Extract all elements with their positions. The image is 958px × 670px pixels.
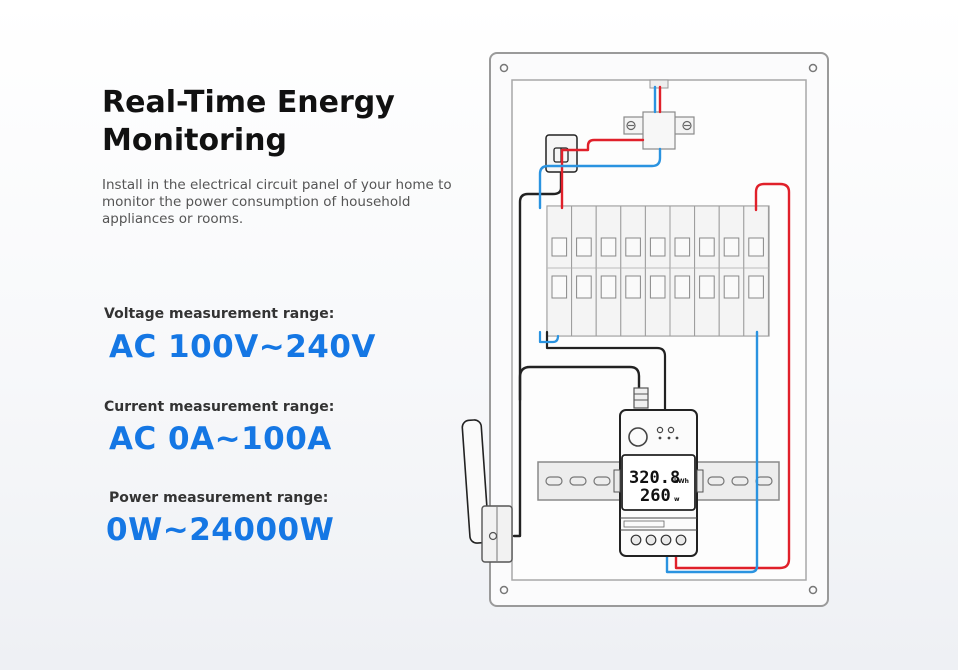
screw-icon xyxy=(808,63,818,73)
terminal-screw-icon xyxy=(660,534,672,546)
power-button-icon xyxy=(628,427,648,447)
voltage-range-value: AC 100V~240V xyxy=(109,329,376,365)
circuit-breaker xyxy=(620,205,646,337)
terminal-block xyxy=(623,79,695,150)
meter-signal-wire xyxy=(518,365,641,402)
page-title: Real-Time Energy Monitoring xyxy=(102,85,395,158)
circuit-breaker xyxy=(595,205,622,337)
circuit-breaker xyxy=(669,205,696,337)
breaker-output-wire xyxy=(545,330,667,532)
neutral-wire-loop xyxy=(538,330,560,344)
lcd-screen xyxy=(621,454,696,511)
current-range-value: AC 0A~100A xyxy=(109,421,332,457)
power-reading: 260 xyxy=(640,486,671,506)
live-wire-breaker xyxy=(560,138,645,210)
screw-icon xyxy=(499,63,509,73)
page-description: Install in the electrical circuit panel … xyxy=(102,177,452,227)
circuit-breaker xyxy=(694,205,720,337)
wiring xyxy=(512,85,791,574)
screw-icon xyxy=(499,585,509,595)
power-unit: w xyxy=(674,496,680,503)
circuit-breaker xyxy=(743,205,769,337)
terminal-screw-icon xyxy=(645,534,657,546)
energy-meter: 320.8 kWh 260 w xyxy=(613,387,704,557)
antenna xyxy=(461,419,513,563)
circuit-breaker xyxy=(718,205,745,337)
circuit-breaker xyxy=(571,205,597,337)
text-panel: Real-Time Energy Monitoring Install in t… xyxy=(0,0,470,670)
live-wire-return xyxy=(674,182,791,570)
circuit-breaker xyxy=(546,205,573,337)
neutral-wire-return xyxy=(665,330,759,574)
circuit-breaker xyxy=(644,205,671,337)
terminal-screw-icon xyxy=(630,534,642,546)
neutral-wire-breaker xyxy=(538,147,662,210)
led-indicator-icon xyxy=(667,426,675,434)
voltage-range-label: Voltage measurement range: xyxy=(104,306,335,322)
current-range-label: Current measurement range: xyxy=(104,399,335,415)
energy-unit: kWh xyxy=(674,478,689,485)
led-indicator-icon xyxy=(656,426,664,434)
power-range-value: 0W~24000W xyxy=(106,512,335,548)
terminal-screw-icon xyxy=(675,534,687,546)
screw-icon xyxy=(808,585,818,595)
clamp-signal-wire xyxy=(512,171,563,538)
energy-reading: 320.8 xyxy=(629,468,680,488)
circuit-breaker-bank xyxy=(546,205,770,337)
power-range-label: Power measurement range: xyxy=(109,490,329,506)
